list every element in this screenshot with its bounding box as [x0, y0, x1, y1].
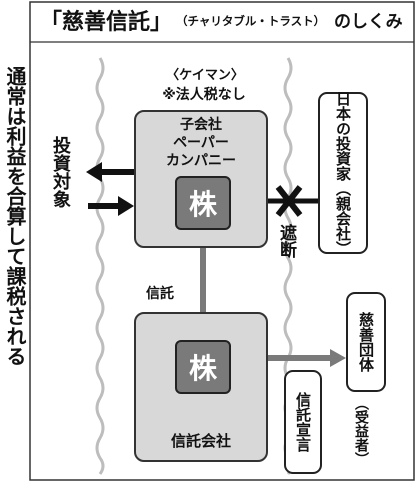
cutoff-label: 遮断 [276, 224, 296, 258]
cayman-label: 〈ケイマン〉 [166, 68, 244, 83]
investment-target-label: 投資対象 [50, 136, 71, 208]
arrowhead-left-top [86, 162, 102, 182]
trust-company-label: 信託会社 [170, 432, 231, 450]
japanese-investor-label: 日本の投資家（親会社） [334, 90, 352, 256]
trust-declaration-box: 信託宣言 [284, 370, 322, 474]
charity-label: 慈善団体 [357, 312, 375, 372]
outer-frame [29, 1, 415, 481]
cayman-boundary-left [95, 57, 105, 475]
cutoff-x-icon [275, 185, 303, 217]
trust-label: 信託 [146, 286, 174, 302]
title-main: 「慈善信託」 [40, 10, 173, 35]
subsidiary-line2: ペーパー [173, 135, 229, 151]
subsidiary-line3: カンパニー [166, 153, 236, 169]
subsidiary-stock: 株 [175, 176, 231, 230]
japanese-investor-box: 日本の投資家（親会社） [318, 90, 368, 256]
beneficiary-label: （受益者） [353, 396, 369, 466]
trust-company-box [134, 312, 268, 462]
subsidiary-line1: 子会社 [180, 117, 222, 133]
arrowhead-right-bottom [118, 196, 134, 216]
title-tail: のしくみ [334, 12, 403, 32]
arrowhead-benefit [330, 349, 346, 367]
charity-box: 慈善団体 [346, 292, 386, 392]
taxation-note: 通常は利益を合算して課税される [3, 66, 27, 366]
trust-company-stock: 株 [175, 340, 231, 394]
tax-exempt-note: ※法人税なし [162, 87, 246, 103]
title-subtitle: （チャリタブル・トラスト） [176, 14, 326, 28]
trust-declaration-label: 信託宣言 [294, 392, 312, 452]
